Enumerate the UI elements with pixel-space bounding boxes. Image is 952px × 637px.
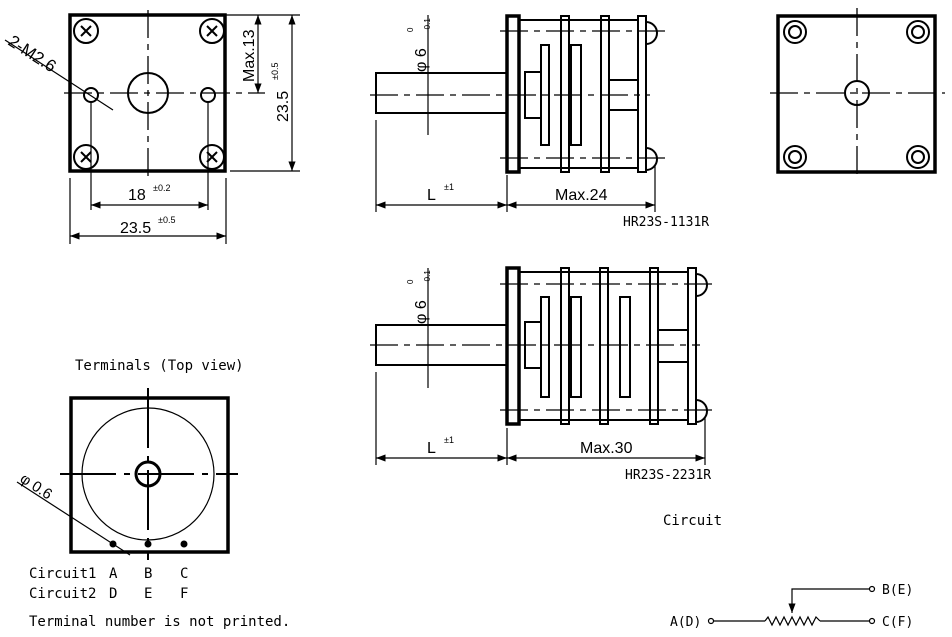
width-tol: ±0.5 [158,215,175,225]
terminals-view: Terminals (Top view) φ 0.6 Circuit1 A B … [16,358,290,630]
terminal-note: Terminal number is not printed. [29,614,290,630]
pin-label: F [180,586,188,602]
circuit1-label: Circuit1 [29,566,96,582]
hole-leader [4,39,114,111]
length-dim: L [427,440,436,457]
resistor-icon [764,615,821,627]
height-tol: ±0.5 [270,63,280,80]
pin-label: C [180,566,188,582]
body-length-dim: Max.30 [580,440,633,457]
mount-hole-left [83,87,99,103]
front-view: 2-M2.6 18 ±0.2 23.5 ±0.5 Max.13 23.5 ±0.… [4,10,300,244]
shaft-tol-lower: -0.1 [423,18,432,32]
shaft-dia: φ 6 [413,300,430,324]
terminal-pin-c [180,540,188,548]
length-tol: ±1 [444,435,454,445]
hole-label: 2-M2.6 [5,31,60,76]
length-tol: ±1 [444,182,454,192]
width-dim: 23.5 [120,220,151,237]
circuit-title: Circuit [663,513,722,529]
model-name: HR23S-2231R [625,468,711,483]
length-dim: L [427,187,436,204]
shaft-tol-upper: 0 [406,27,415,32]
side-view-1: φ 6 0 -0.1 L ±1 Max.24 HR23S-1131R [370,14,709,230]
shaft-tol-lower: -0.1 [423,270,432,284]
circuit-diagram: Circuit A(D) B(E) C(F) [663,513,913,630]
shaft-offset-dim: Max.13 [241,29,258,82]
terminal-c-label: C(F) [882,615,913,630]
height-dim: 23.5 [275,91,292,122]
nut-icon [783,20,930,169]
side-view-2: φ 6 0 -0.1 L ±1 Max.30 HR23S-2231R [370,266,715,483]
pin-label: E [144,586,152,602]
pin-dia-label: φ 0.6 [17,470,55,503]
model-name: HR23S-1131R [623,215,709,230]
pin-label: B [144,566,152,582]
pitch-dim: 18 [128,187,146,204]
terminal-b-label: B(E) [882,583,913,598]
terminal-a-label: A(D) [670,615,701,630]
terminals-title: Terminals (Top view) [75,358,244,374]
circuit2-label: Circuit2 [29,586,96,602]
rear-view [770,8,945,178]
pitch-tol: ±0.2 [153,183,170,193]
shaft-hole [127,72,169,114]
shaft-tol-upper: 0 [406,279,415,284]
shaft-dia: φ 6 [413,48,430,72]
wiper-arrow [788,588,869,613]
pin-label: A [109,566,118,582]
mount-hole-right [200,87,216,103]
screw-icon [73,18,225,170]
body-length-dim: Max.24 [555,187,608,204]
pin-label: D [109,586,117,602]
terminal-pin-b [144,540,152,548]
